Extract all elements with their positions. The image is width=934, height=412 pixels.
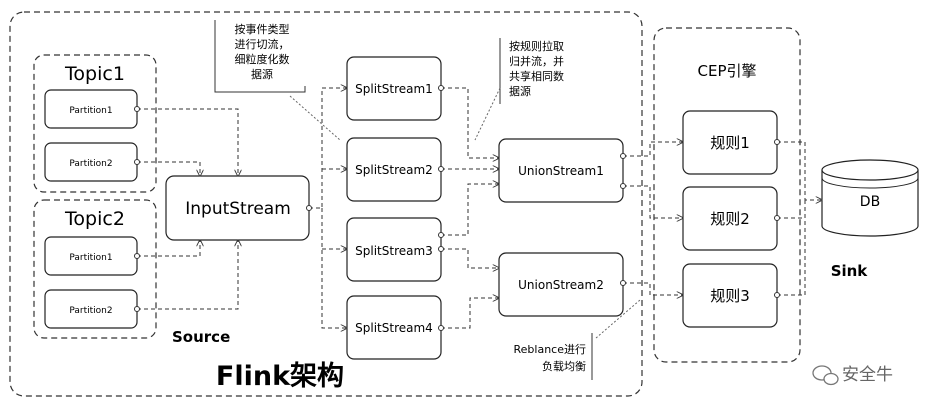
split-stream-4-node: SplitStream4 <box>346 295 442 360</box>
union-stream-1-node: UnionStream1 <box>498 138 624 203</box>
rule-label: 规则2 <box>710 210 750 228</box>
topic1-frame <box>33 54 157 193</box>
split-note: 按事件类型 进行切流， 细粒度化数 据源 <box>214 20 341 141</box>
rebalance-note-line: 负载均衡 <box>542 359 586 373</box>
watermark-text: 安全牛 <box>842 365 893 385</box>
union-stream-label: UnionStream1 <box>518 164 604 178</box>
rule-label: 规则1 <box>710 134 750 152</box>
split-stream-1-node: SplitStream1 <box>346 56 442 121</box>
flink-frame <box>9 11 643 397</box>
union-note-line: 按规则拉取 <box>509 39 564 53</box>
topic2-title: Topic2 <box>64 208 125 230</box>
cep-title: CEP引擎 <box>698 62 757 80</box>
flows-rules-to-db <box>777 141 822 296</box>
union-note-line: 共享相同数 <box>509 69 564 83</box>
union-stream-label: UnionStream2 <box>518 278 604 292</box>
db-cylinder: DB <box>821 159 919 237</box>
topic2-frame <box>33 199 157 339</box>
partition-label: Partition1 <box>69 253 112 263</box>
topic2-partition2-node: Partition2 <box>44 289 138 329</box>
db-label: DB <box>860 194 880 210</box>
topic1-partition1-node: Partition1 <box>44 89 138 129</box>
split-stream-label: SplitStream1 <box>355 82 433 96</box>
wechat-icon <box>812 365 839 386</box>
split-stream-label: SplitStream2 <box>355 163 433 177</box>
union-note-line: 据源 <box>509 84 531 98</box>
split-stream-2-node: SplitStream2 <box>346 137 442 202</box>
rule-1-node: 规则1 <box>682 110 778 175</box>
partition-label: Partition1 <box>69 106 112 116</box>
split-note-line: 进行切流， <box>235 37 290 51</box>
watermark: 安全牛 <box>812 365 893 386</box>
topic1-partition2-node: Partition2 <box>44 142 138 182</box>
flows-union-to-rules <box>623 142 683 295</box>
cep-frame <box>653 27 801 363</box>
sink-label: Sink <box>831 262 869 280</box>
split-stream-label: SplitStream3 <box>355 244 433 258</box>
union-note: 按规则拉取 归并流，并 共享相同数 据源 <box>474 38 564 141</box>
split-note-line: 按事件类型 <box>235 22 290 36</box>
topic1-title: Topic1 <box>64 63 125 85</box>
input-stream-node: InputStream <box>165 175 310 241</box>
flows-partitions-to-input <box>137 108 238 310</box>
flows-input-to-split <box>309 88 347 328</box>
partition-label: Partition2 <box>69 159 112 169</box>
flink-label: Flink架构 <box>216 361 344 392</box>
rule-3-node: 规则3 <box>682 263 778 328</box>
connection-ports <box>134 85 780 331</box>
rebalance-note-line: Reblance进行 <box>514 343 586 356</box>
union-note-line: 归并流，并 <box>509 54 564 68</box>
rebalance-note: Reblance进行 负载均衡 <box>514 299 641 380</box>
split-stream-label: SplitStream4 <box>355 321 433 335</box>
topic2-partition1-node: Partition1 <box>44 236 138 276</box>
partition-label: Partition2 <box>69 306 112 316</box>
split-note-line: 据源 <box>251 67 273 81</box>
union-stream-2-node: UnionStream2 <box>498 252 624 317</box>
flows-split-to-union <box>441 87 499 329</box>
split-stream-3-node: SplitStream3 <box>346 217 442 282</box>
split-note-line: 细粒度化数 <box>235 52 290 66</box>
source-label: Source <box>172 328 230 346</box>
rule-label: 规则3 <box>710 287 750 305</box>
input-stream-label: InputStream <box>185 199 291 219</box>
rule-2-node: 规则2 <box>682 186 778 251</box>
